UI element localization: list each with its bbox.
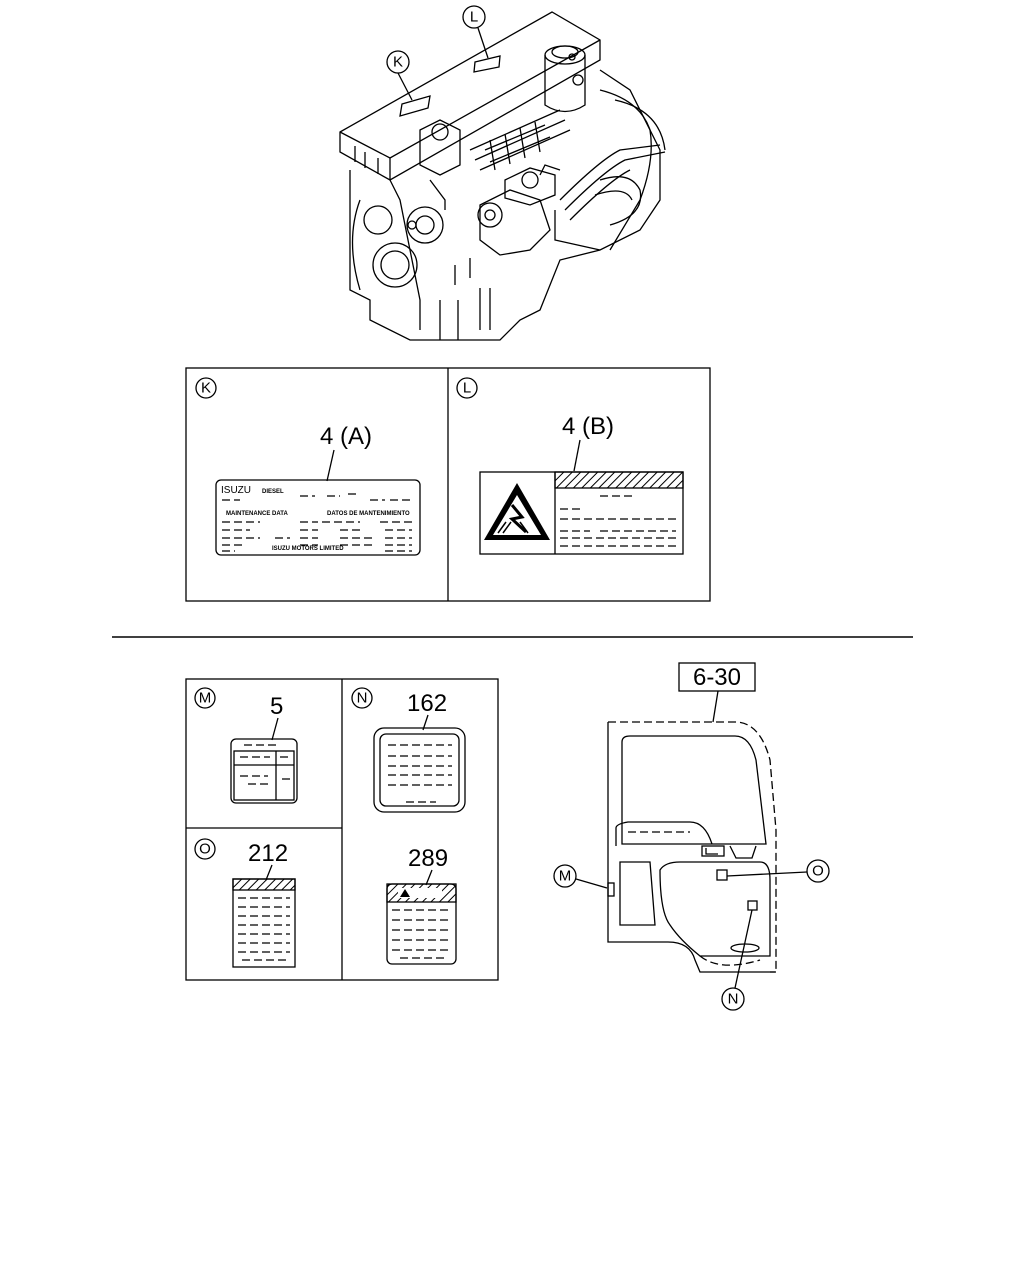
callout-k-engine: K [386, 50, 413, 101]
figure-ref-box [678, 662, 756, 692]
panel-o: O 212 [194, 838, 296, 968]
door-callout-n-label: N [728, 991, 739, 1008]
plate-footer: ISUZU MOTORS LIMITED [272, 546, 344, 552]
panel-o-ref: 212 [248, 840, 288, 867]
panel-n-tag: N [357, 690, 368, 707]
panel-k-tag: K [201, 380, 211, 397]
door-callout-o-label: O [812, 863, 824, 880]
panel-m-tag: M [199, 690, 212, 707]
door-illustration: 6-30 [607, 662, 777, 973]
label-grid: M 5 N 162 O 212 [185, 678, 499, 981]
plate-right-heading: DATOS DE MANTENIMIENTO [327, 511, 410, 517]
maintenance-data-plate [215, 479, 421, 556]
plate-sub: DIESEL [262, 489, 284, 495]
plate-brand: ISUZU [221, 485, 251, 496]
panel-l-tag: L [463, 380, 471, 397]
door-callout-m: M [553, 864, 608, 889]
engine-illustration [339, 11, 666, 341]
callout-l-label: L [470, 9, 478, 26]
door-callout-n: N [721, 909, 753, 1011]
panel-n-ref: 162 [407, 690, 447, 717]
panel-289-ref: 289 [408, 845, 448, 872]
panel-m-ref: 5 [270, 693, 283, 720]
figure-ref-label: 6-30 [693, 664, 741, 691]
kl-panels: K 4 (A) ISUZU DIESEL MAINTENANCE DATA DA… [185, 367, 711, 602]
panel-o-tag: O [199, 841, 211, 858]
callout-l-engine: L [462, 5, 489, 59]
door-callout-o: O [726, 859, 830, 883]
panel-k-ref: 4 (A) [320, 423, 372, 450]
door-callout-m-label: M [559, 868, 572, 885]
panel-l-ref: 4 (B) [562, 413, 614, 440]
panel-n: N 162 [351, 687, 466, 813]
panel-k: K 4 (A) ISUZU DIESEL MAINTENANCE DATA DA… [195, 377, 421, 556]
plate-left-heading: MAINTENANCE DATA [226, 511, 288, 517]
panel-m: M 5 [194, 687, 298, 804]
callout-k-label: K [393, 54, 403, 71]
panel-289: 289 [386, 845, 457, 965]
panel-l: L 4 (B) [456, 377, 684, 555]
